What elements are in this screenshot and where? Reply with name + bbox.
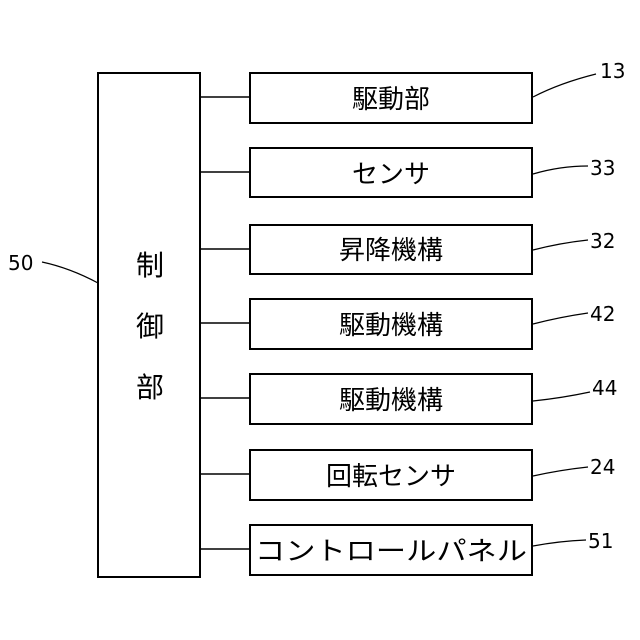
module-rotation-sensor: 回転センサ 24: [200, 450, 615, 500]
ref-drive-mechanism-44: 44: [592, 376, 617, 400]
module-label-control-panel: コントロールパネル: [255, 537, 527, 567]
module-label-sensor: センサ: [352, 160, 430, 190]
controller-ref: 50: [8, 251, 33, 275]
ref-leader-control-panel: [533, 540, 586, 546]
ref-leader-rotation-sensor: [533, 467, 588, 476]
module-drive-mechanism-44: 駆動機構 44: [200, 374, 617, 424]
ref-lift-mechanism: 32: [590, 229, 615, 253]
module-sensor: センサ 33: [200, 148, 615, 197]
ref-drive-unit: 13: [600, 59, 625, 83]
module-label-lift-mechanism: 昇降機構: [339, 236, 443, 266]
module-label-drive-unit: 駆動部: [352, 85, 430, 115]
controller-label-char-3: 部: [136, 371, 164, 404]
ref-sensor: 33: [590, 156, 615, 180]
module-control-panel: コントロールパネル 51: [200, 525, 613, 575]
controller-label-char-1: 制: [136, 249, 164, 282]
module-label-drive-mechanism-44: 駆動機構: [339, 386, 443, 416]
module-label-drive-mechanism-42: 駆動機構: [339, 311, 443, 341]
ref-leader-drive-mechanism-44: [533, 392, 590, 401]
ref-rotation-sensor: 24: [590, 455, 615, 479]
controller-ref-leader: [42, 262, 98, 283]
module-lift-mechanism: 昇降機構 32: [200, 225, 615, 274]
ref-leader-sensor: [533, 166, 588, 174]
controller-label-char-2: 御: [136, 310, 164, 343]
ref-control-panel: 51: [588, 529, 613, 553]
module-drive-mechanism-42: 駆動機構 42: [200, 299, 615, 349]
ref-leader-lift-mechanism: [533, 240, 588, 250]
ref-leader-drive-unit: [533, 74, 596, 97]
ref-drive-mechanism-42: 42: [590, 302, 615, 326]
module-drive-unit: 駆動部 13: [200, 59, 625, 123]
ref-leader-drive-mechanism-42: [533, 313, 588, 324]
module-label-rotation-sensor: 回転センサ: [326, 462, 456, 492]
controller-block: 制 御 部 50: [8, 73, 200, 577]
